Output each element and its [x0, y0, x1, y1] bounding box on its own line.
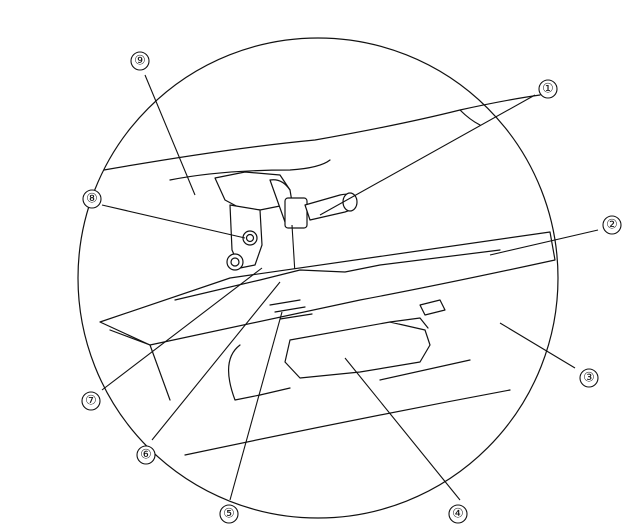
callout-5: ⑤ [219, 504, 239, 524]
callout-9-label: ⑨ [134, 54, 146, 69]
leader-line-7 [101, 267, 263, 391]
callout-8: ⑧ [82, 189, 102, 209]
needle-plate [99, 231, 556, 346]
callout-3-label: ③ [583, 371, 595, 386]
callout-2: ② [602, 215, 622, 235]
leader-line-5 [229, 311, 283, 501]
callout-8-label: ⑧ [86, 192, 98, 207]
callout-6: ⑥ [136, 445, 156, 465]
flat-bed [109, 329, 171, 401]
presser-foot-lever-knob-inner [230, 257, 240, 267]
callout-4-label: ④ [452, 507, 464, 522]
leader-line-2 [489, 229, 599, 256]
machine-arm-edge [459, 109, 481, 126]
needle-plate-inner [174, 249, 501, 301]
callout-6-label: ⑥ [140, 448, 152, 463]
machine-arm [103, 94, 541, 171]
flat-bed-side [228, 344, 261, 401]
callout-1: ① [538, 79, 558, 99]
bobbin-cover-tab [389, 317, 429, 329]
presser-foot-holder-screw-inner [245, 233, 255, 243]
leader-line-6 [151, 281, 281, 441]
callout-5-label: ⑤ [223, 507, 235, 522]
leader-line-4 [344, 357, 461, 501]
callout-9: ⑨ [130, 51, 150, 71]
callout-1-label: ① [542, 82, 554, 97]
leader-line-3 [499, 322, 576, 369]
leader-line-1 [319, 94, 536, 216]
flat-bed-front [259, 359, 471, 396]
feed-dogs [269, 299, 313, 320]
callout-7-label: ⑦ [85, 394, 97, 409]
callout-7: ⑦ [81, 391, 101, 411]
flat-bed-edge [184, 389, 511, 456]
callout-4: ④ [448, 504, 468, 524]
machine-arm-underside [169, 159, 331, 181]
callout-3: ③ [579, 368, 599, 388]
callout-2-label: ② [606, 218, 618, 233]
leader-line-9 [144, 74, 196, 196]
leader-line-8 [101, 204, 246, 239]
needle-clamp [284, 197, 308, 229]
bobbin-cover-release [419, 299, 446, 316]
bobbin-cover [284, 321, 431, 379]
